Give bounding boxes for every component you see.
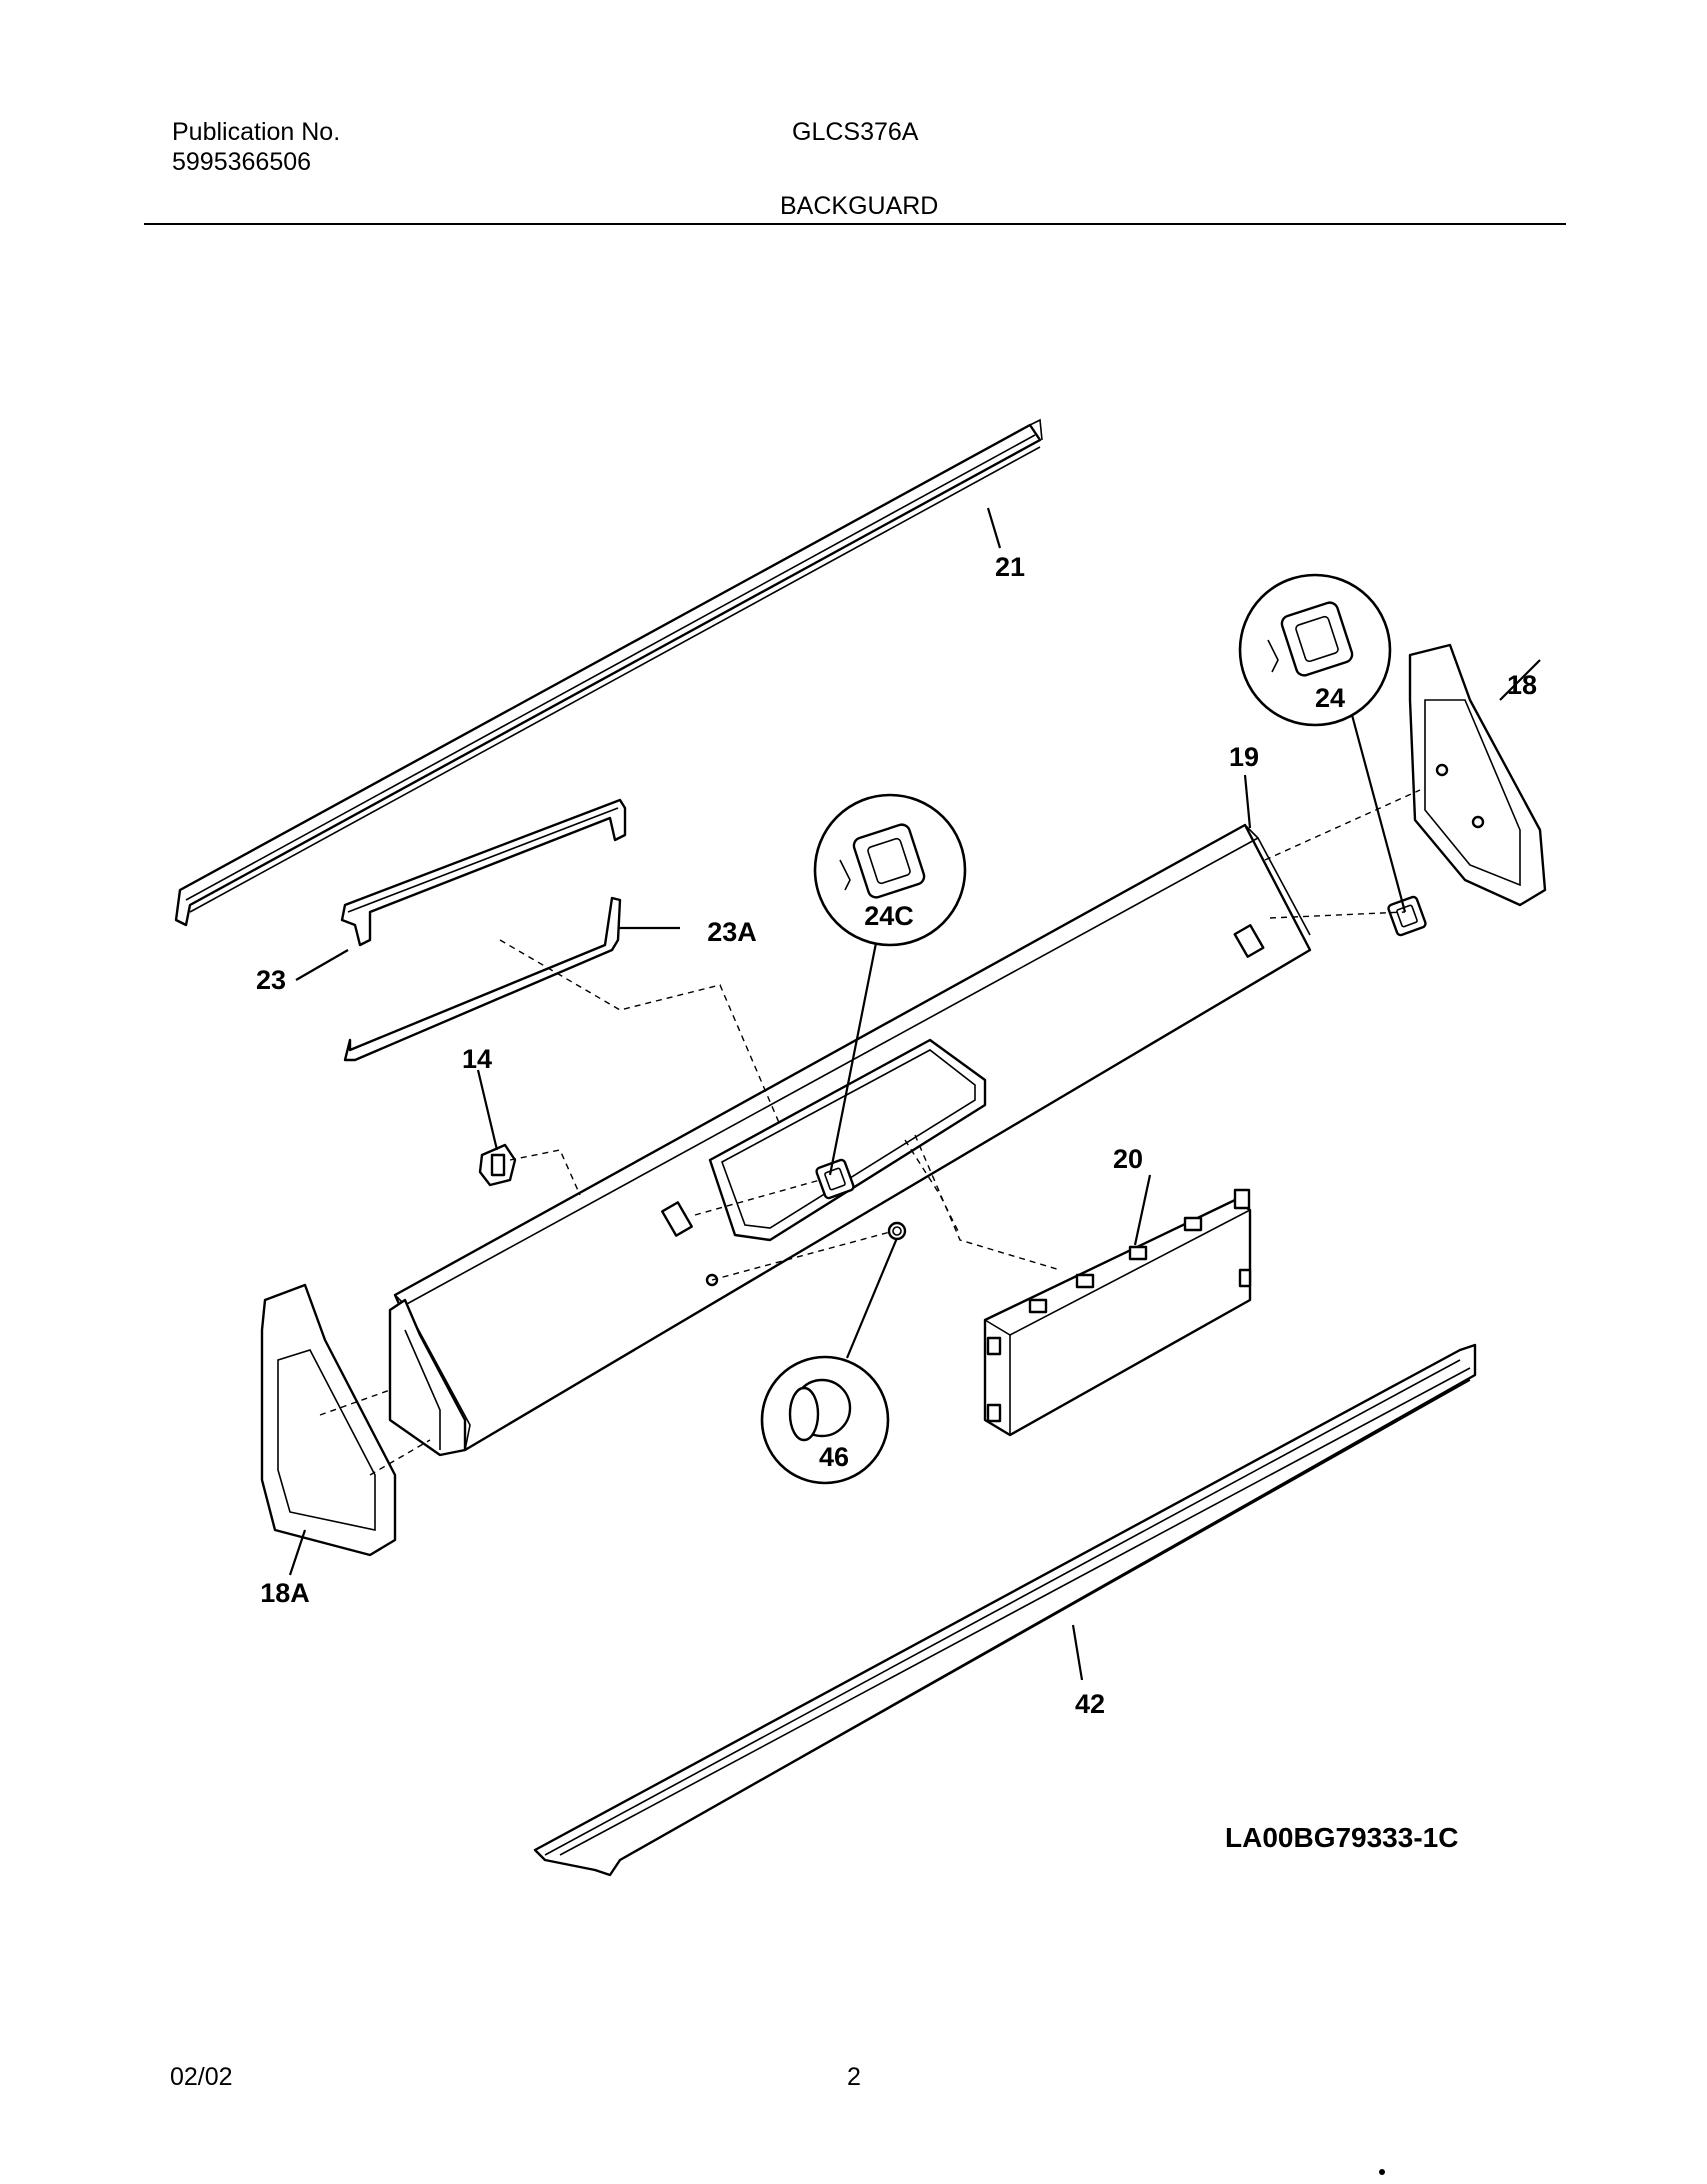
page-number: 2 [847,2063,861,2091]
part-21-top-trim [174,418,1043,927]
part-24c-switch-installed [815,1158,855,1200]
callout-21: 21 [995,552,1025,582]
section-title: BACKGUARD [780,192,939,220]
part-18a-left-end-cap [260,1283,397,1557]
model-number: GLCS376A [792,118,919,146]
callout-14: 14 [462,1044,492,1074]
part-14-switch [478,1143,517,1187]
callout-18a: 18A [260,1578,310,1608]
publication-label: Publication No. [172,118,341,146]
part-42-bottom-trim [533,1343,1477,1877]
callout-18: 18 [1507,670,1537,700]
footer-date: 02/02 [170,2063,233,2091]
callout-20: 20 [1113,1144,1143,1174]
drawing-code: LA00BG79333-1C [1225,1822,1458,1853]
callout-23: 23 [256,965,286,995]
callout-19: 19 [1229,742,1259,772]
callout-24c: 24C [864,901,914,931]
detail-circle-46 [760,1237,899,1485]
part-23-bracket [340,798,627,947]
callout-46: 46 [819,1442,849,1472]
part-18-right-end-cap [1408,643,1547,907]
detail-circle-24c [813,793,967,1176]
callout-23a: 23A [707,917,757,947]
part-20-control-board [983,1188,1252,1437]
leader-lines [288,507,1541,1681]
part-23a-bracket [343,896,622,1062]
detail-circle-24 [1238,573,1407,913]
callout-24: 24 [1315,683,1345,713]
callout-42: 42 [1075,1689,1105,1719]
publication-number: 5995366506 [172,148,312,176]
assembly-lines [319,789,1421,1476]
stray-mark [1379,2169,1385,2175]
part-24-switch-installed [1387,895,1427,937]
part-46-knob-installed [887,1221,907,1241]
header-divider [144,223,1566,225]
left-inner-bracket [388,1298,467,1457]
